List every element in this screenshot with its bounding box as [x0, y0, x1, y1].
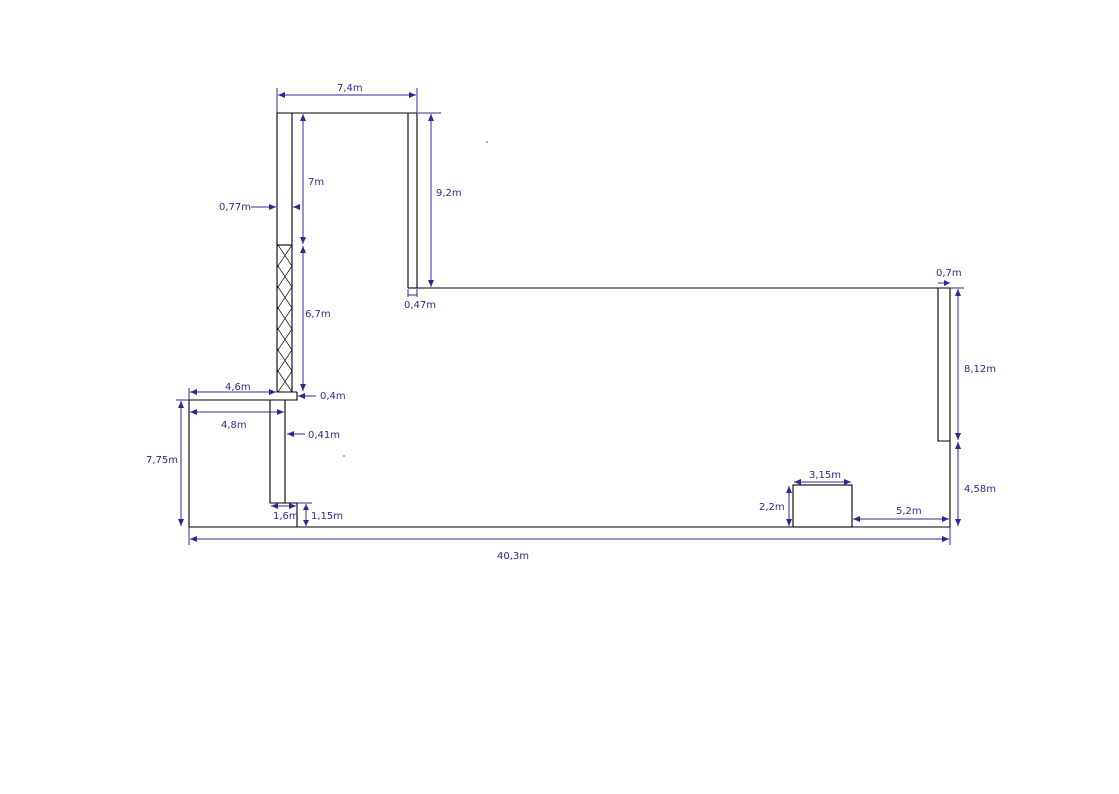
label-wall-thickness: 0,77m [219, 202, 251, 213]
stray-dot-2 [343, 455, 345, 457]
label-left-upper-height: 7m [308, 177, 324, 188]
left-room-outline [188, 392, 950, 528]
label-stub-width: 1,6m [273, 511, 299, 522]
bottom-box [792, 484, 853, 528]
label-box-to-right: 5,2m [896, 506, 922, 517]
right-notch [937, 288, 950, 442]
dimension-labels: 7,4m 7m 0,77m 9,2m 0,47m 6,7m 0,4m 4,6m … [146, 83, 996, 562]
label-ledge-width: 4,6m [225, 382, 251, 393]
label-post-thickness: 0,41m [308, 430, 340, 441]
label-left-height: 7,75m [146, 455, 178, 466]
label-stub-height: 1,15m [311, 511, 343, 522]
label-inner-width: 4,8m [221, 420, 247, 431]
label-box-width: 3,15m [809, 470, 841, 481]
label-notch-width: 0,7m [936, 268, 962, 279]
label-hatched-height: 6,7m [305, 309, 331, 320]
label-right-upper-height: 8,12m [964, 364, 996, 375]
label-step-offset: 0,4m [320, 391, 346, 402]
hatched-section [276, 244, 293, 393]
dimension-lines [176, 88, 964, 545]
label-box-height: 2,2m [759, 502, 785, 513]
label-top-width: 7,4m [337, 83, 363, 94]
label-narrow-wall: 0,47m [404, 300, 436, 311]
label-right-lower-height: 4,58m [964, 484, 996, 495]
tower-outline [276, 112, 950, 392]
label-total-width: 40,3m [497, 551, 529, 562]
inner-post [269, 400, 297, 504]
label-right-top-height: 9,2m [436, 188, 462, 199]
stray-dot [486, 141, 488, 143]
